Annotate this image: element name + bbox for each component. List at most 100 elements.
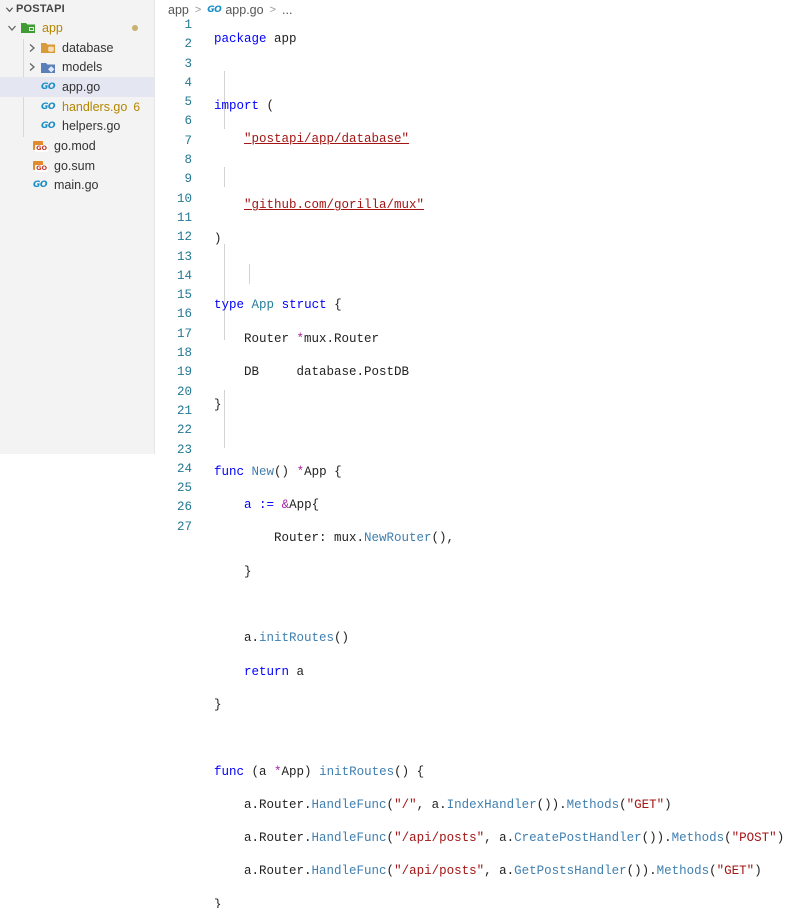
go-mod-icon: GO (32, 139, 48, 153)
chevron-down-icon (2, 5, 16, 14)
explorer-sidebar: POSTAPI app database models GO (0, 0, 155, 454)
chevron-right-icon: > (269, 4, 277, 16)
go-sum-icon: GO (32, 159, 48, 173)
code-line-25: a.Router.HandleFunc("/api/posts", a.Crea… (214, 831, 785, 846)
line-number: 23 (176, 442, 192, 457)
code-line-8 (214, 263, 784, 282)
code-editor[interactable]: package app import ( "postapi/app/databa… (214, 16, 784, 908)
line-number: 9 (184, 172, 192, 187)
line-number: 7 (184, 133, 192, 148)
tree-item-label: handlers.go (62, 99, 128, 114)
go-file-icon: GO (40, 121, 56, 132)
line-number: 21 (176, 403, 192, 418)
code-line-24: a.Router.HandleFunc("/", a.IndexHandler(… (214, 797, 672, 812)
tree-folder-models[interactable]: models (0, 57, 154, 77)
code-line-5 (214, 163, 784, 182)
code-line-16: Router: mux.NewRouter(), (214, 531, 455, 546)
code-line-21: } (214, 697, 222, 712)
line-number: 25 (176, 481, 192, 496)
code-line-2 (214, 63, 784, 82)
line-number: 8 (184, 153, 192, 168)
code-line-1: package app (214, 32, 297, 46)
tree-item-label: go.sum (54, 158, 95, 173)
code-line-11: DB database.PostDB (214, 364, 410, 379)
indent-guide (224, 167, 225, 187)
code-line-10: Router *mux.Router (214, 331, 380, 346)
tree-folder-database[interactable]: database (0, 38, 154, 58)
code-line-3: import ( (214, 98, 275, 113)
chevron-right-icon: > (194, 4, 202, 16)
code-line-17: } (214, 564, 252, 579)
breadcrumb: app > GO app.go > ... (168, 0, 292, 20)
indent-guide (224, 390, 225, 448)
line-number: 19 (176, 365, 192, 380)
folder-database-icon (40, 41, 56, 55)
code-line-19: a.initRoutes() (214, 631, 350, 646)
line-number: 15 (176, 288, 192, 303)
go-file-icon: GO (40, 101, 56, 112)
go-file-icon: GO (40, 81, 56, 92)
line-number: 26 (176, 500, 192, 515)
line-number: 17 (176, 326, 192, 341)
line-number: 22 (176, 423, 192, 438)
indent-guide (224, 71, 225, 129)
explorer-title: POSTAPI (16, 3, 65, 15)
breadcrumb-folder[interactable]: app (168, 3, 189, 17)
line-number: 27 (176, 519, 192, 534)
line-number: 24 (176, 461, 192, 476)
line-number: 6 (184, 114, 192, 129)
code-line-12: } (214, 398, 222, 413)
code-line-9: type App struct { (214, 298, 342, 313)
folder-app-icon (20, 21, 36, 35)
tree-file-go-sum[interactable]: GO go.sum (0, 156, 154, 176)
tree-item-label: models (62, 60, 103, 75)
code-line-15: a := &App{ (244, 498, 320, 513)
code-line-7: ) (214, 231, 222, 246)
line-number: 12 (176, 230, 192, 245)
line-number: 13 (176, 249, 192, 264)
code-line-20: return a (244, 664, 305, 679)
line-number: 10 (176, 191, 192, 206)
tree-file-handlers-go[interactable]: GO handlers.go 6 (0, 97, 154, 117)
tree-item-label: helpers.go (62, 119, 121, 134)
code-line-23: func (a *App) initRoutes() { (214, 764, 425, 779)
tree-file-helpers-go[interactable]: GO helpers.go (0, 116, 154, 136)
line-number: 4 (184, 75, 192, 90)
tree-item-label: go.mod (54, 138, 96, 153)
code-line-14: func New() *App { (214, 464, 342, 479)
tree-file-main-go[interactable]: GO main.go (0, 176, 154, 196)
line-number: 11 (176, 210, 192, 225)
explorer-header[interactable]: POSTAPI (0, 0, 154, 18)
chevron-right-icon (26, 62, 38, 72)
go-file-icon: GO (207, 5, 222, 15)
line-number: 2 (184, 37, 192, 52)
go-file-icon: GO (32, 180, 48, 191)
tree-file-app-go[interactable]: GO app.go (0, 77, 154, 97)
code-line-26: a.Router.HandleFunc("/api/posts", a.GetP… (214, 864, 762, 879)
tree-item-label: app.go (62, 79, 101, 94)
breadcrumb-file[interactable]: app.go (225, 3, 264, 17)
line-number: 20 (176, 384, 192, 399)
tree-item-label: database (62, 40, 114, 55)
code-line-13 (214, 430, 784, 449)
line-number: 3 (184, 56, 192, 71)
tree-folder-app[interactable]: app (0, 18, 154, 38)
folder-models-icon (40, 60, 56, 74)
code-line-22 (214, 729, 784, 748)
line-number: 18 (176, 346, 192, 361)
line-number: 1 (184, 18, 192, 32)
problems-count-badge: 6 (133, 99, 140, 114)
chevron-down-icon (6, 23, 18, 33)
tree-item-label: app (42, 20, 63, 35)
tree-item-label: main.go (54, 178, 99, 193)
line-number: 5 (184, 95, 192, 110)
code-line-6: "github.com/gorilla/mux" (244, 198, 425, 213)
code-line-27: } (214, 897, 222, 908)
modified-dot (132, 25, 138, 31)
indent-guide (249, 264, 250, 284)
tree-file-go-mod[interactable]: GO go.mod (0, 136, 154, 156)
indent-guide (224, 244, 225, 340)
code-line-4: "postapi/app/database" (244, 131, 410, 146)
breadcrumb-more[interactable]: ... (282, 3, 293, 17)
